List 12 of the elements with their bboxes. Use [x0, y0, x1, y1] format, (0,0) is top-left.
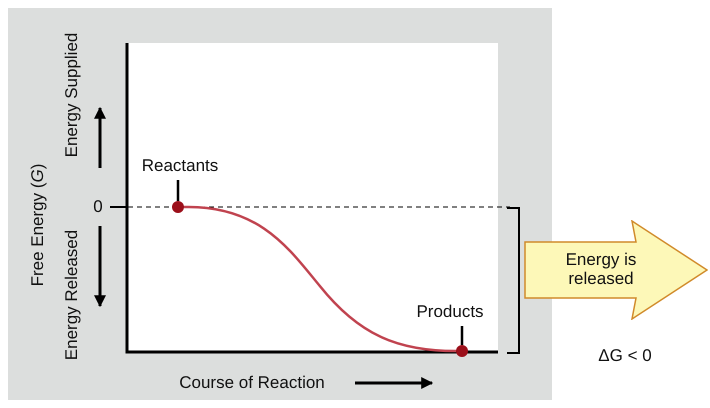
- axis-annotation: Energy Supplied: [62, 32, 82, 160]
- equation-text: ΔG < 0: [597, 346, 653, 366]
- axis-tick-label: 0: [92, 197, 104, 217]
- leader-line: [176, 180, 180, 201]
- arrow-label: Energy is released: [564, 250, 638, 288]
- energy-curve: [184, 206, 456, 352]
- axis-title: Course of Reaction: [178, 373, 326, 393]
- axis-annotation: Energy Released: [62, 228, 82, 362]
- axis-title: Free Energy (G): [28, 162, 48, 288]
- point-label: Products: [405, 302, 495, 324]
- point-label: Reactants: [130, 156, 230, 178]
- leader-line: [460, 326, 464, 345]
